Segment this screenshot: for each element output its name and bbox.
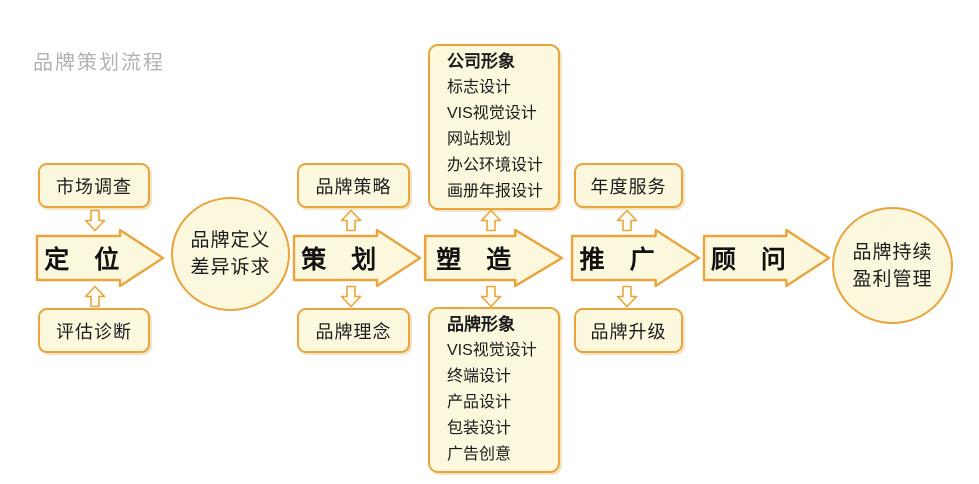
node-brand-strategy-label: 品牌策略 (315, 176, 392, 197)
mini-arrow-up-icon (616, 209, 638, 232)
list-item: 包装设计 (447, 420, 512, 437)
arrow-down-glyph (616, 285, 638, 308)
node-annual-service-label: 年度服务 (590, 176, 667, 197)
node-market-survey-label: 市场调查 (56, 176, 132, 197)
brand-definition-line1: 品牌定义 (190, 230, 271, 251)
node-brand-upgrade: 品牌升级 (574, 308, 683, 353)
stage-shaping: 塑 造 (423, 228, 564, 288)
stage-positioning: 定 位 (35, 228, 165, 288)
node-brand-philosophy-label: 品牌理念 (315, 321, 392, 342)
node-brand-definition-circle: 品牌定义 差异诉求 (171, 197, 290, 311)
stage-consulting-label: 顾 问 (710, 246, 786, 274)
node-brand-strategy: 品牌策略 (297, 163, 410, 208)
stage-promotion: 推 广 (570, 228, 701, 288)
node-sustained-profit-circle: 品牌持续 盈利管理 (832, 207, 953, 324)
stage-shaping-label: 塑 造 (436, 246, 512, 274)
stage-consulting: 顾 问 (702, 228, 831, 288)
arrow-up-glyph (480, 209, 502, 232)
sustained-profit-line1: 品牌持续 (852, 241, 933, 263)
node-brand-upgrade-label: 品牌升级 (590, 321, 667, 342)
mini-arrow-down-icon (616, 285, 638, 308)
node-market-survey: 市场调查 (38, 163, 150, 208)
list-item: 广告创意 (447, 446, 512, 463)
mini-arrow-up-icon (84, 285, 106, 308)
node-annual-service: 年度服务 (574, 163, 683, 208)
node-evaluation-diagnosis: 评估诊断 (38, 308, 150, 353)
flow-arrow-right-icon (423, 228, 564, 288)
brand-definition-line2: 差异诉求 (190, 257, 271, 278)
mini-arrow-down-icon (480, 285, 502, 308)
list-item: 画册年报设计 (447, 183, 544, 200)
arrow-up-glyph (616, 209, 638, 232)
mini-arrow-down-icon (340, 285, 362, 308)
stage-positioning-label: 定 位 (44, 246, 120, 274)
list-item: 终端设计 (447, 368, 512, 385)
list-item: 办公环境设计 (447, 157, 544, 174)
stage-promotion-label: 推 广 (579, 246, 655, 274)
mini-arrow-up-icon (340, 209, 362, 232)
list-item: 标志设计 (447, 79, 512, 96)
arrow-down-glyph (84, 209, 106, 232)
list-brand-image: 品牌形象 VIS视觉设计 终端设计 产品设计 包装设计 广告创意 (428, 307, 560, 473)
node-evaluation-diagnosis-label: 评估诊断 (56, 321, 132, 342)
list-item: VIS视觉设计 (447, 105, 537, 122)
node-brand-philosophy: 品牌理念 (297, 308, 410, 353)
list-item: 产品设计 (447, 394, 512, 411)
arrow-up-glyph (84, 285, 106, 308)
arrow-up-glyph (340, 209, 362, 232)
flow-arrow-right-icon (570, 228, 701, 288)
flow-arrow-right-icon (35, 228, 165, 288)
list-brand-image-header: 品牌形象 (447, 315, 515, 334)
list-company-image: 公司形象 标志设计 VIS视觉设计 网站规划 办公环境设计 画册年报设计 (428, 44, 560, 210)
sustained-profit-line2: 盈利管理 (852, 268, 933, 290)
list-item: VIS视觉设计 (447, 342, 537, 359)
page-title: 品牌策划流程 (33, 52, 165, 74)
list-item: 网站规划 (447, 131, 512, 148)
stage-planning-label: 策 划 (301, 246, 377, 274)
mini-arrow-down-icon (84, 209, 106, 232)
arrow-down-glyph (340, 285, 362, 308)
flow-arrow-right-icon (702, 228, 831, 288)
flow-arrow-right-icon (292, 228, 422, 288)
list-company-image-header: 公司形象 (447, 52, 515, 71)
stage-planning: 策 划 (292, 228, 422, 288)
arrow-down-glyph (480, 285, 502, 308)
mini-arrow-up-icon (480, 209, 502, 232)
